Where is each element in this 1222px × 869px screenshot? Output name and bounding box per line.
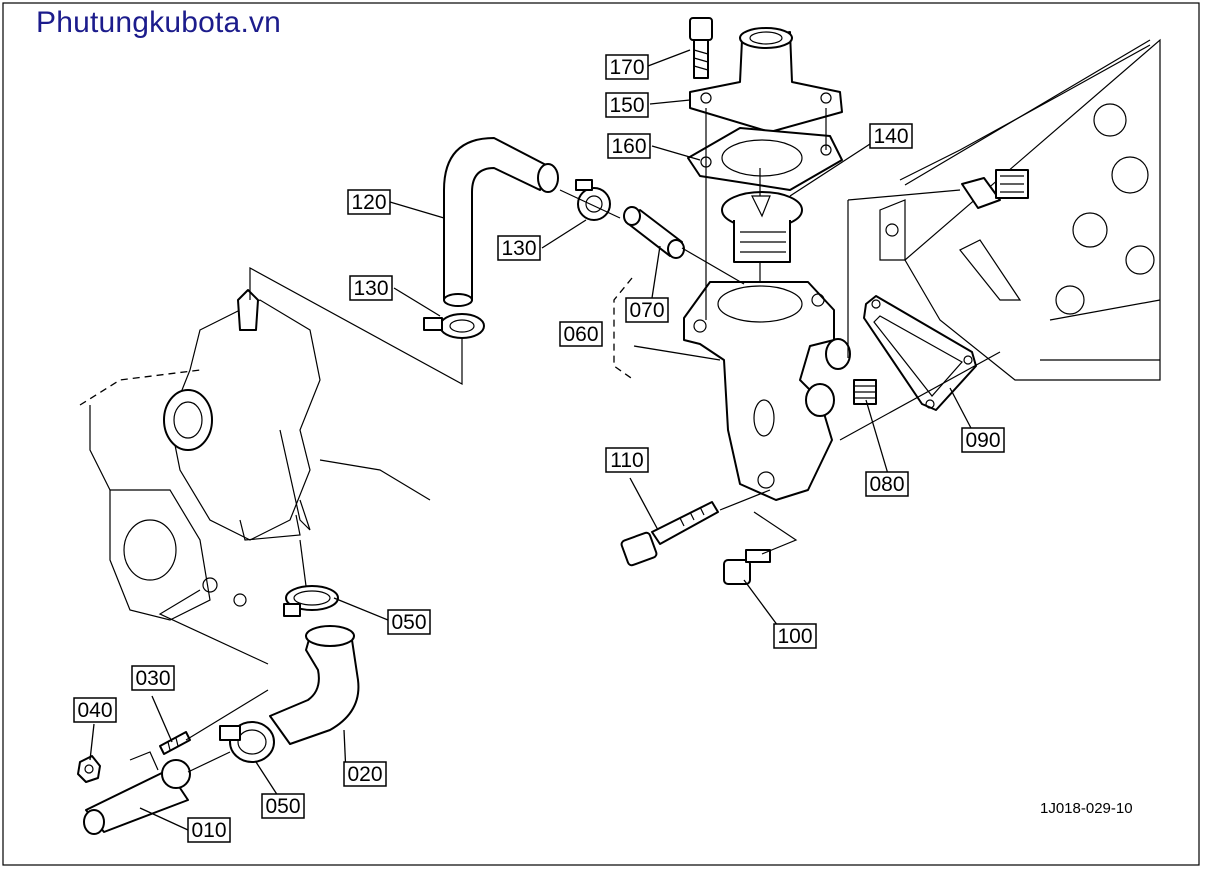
svg-text:160: 160 — [611, 135, 646, 158]
clamp-050-upper — [283, 585, 339, 617]
part-label-040[interactable]: 040 — [73, 697, 117, 723]
nut-040 — [77, 755, 101, 783]
water-pump-outline — [79, 289, 431, 621]
svg-text:020: 020 — [347, 763, 382, 786]
drawing-code: 1J018-029-10 — [1040, 800, 1133, 817]
part-label-050-lower[interactable]: 050 — [261, 793, 305, 819]
svg-text:150: 150 — [609, 94, 644, 117]
clamp-050-lower — [219, 721, 275, 763]
leader-lines — [89, 49, 1001, 831]
part-label-160[interactable]: 160 — [607, 133, 651, 159]
part-label-050-upper[interactable]: 050 — [387, 609, 431, 635]
svg-text:050: 050 — [391, 611, 426, 634]
svg-text:110: 110 — [610, 449, 643, 472]
bolt-100 — [723, 549, 771, 585]
clamp-130-lower — [423, 313, 485, 339]
svg-text:040: 040 — [77, 699, 112, 722]
svg-text:130: 130 — [353, 277, 388, 300]
part-label-130-lower[interactable]: 130 — [349, 275, 393, 301]
site-watermark: Phutungkubota.vn — [36, 6, 282, 39]
part-label-060[interactable]: 060 — [559, 321, 603, 347]
svg-text:140: 140 — [873, 125, 908, 148]
plug-080 — [853, 379, 877, 405]
part-label-080[interactable]: 080 — [865, 471, 909, 497]
part-label-090[interactable]: 090 — [961, 427, 1005, 453]
bolt-110 — [620, 501, 719, 567]
svg-text:130: 130 — [501, 237, 536, 260]
gasket-160 — [687, 127, 843, 191]
svg-text:090: 090 — [965, 429, 1000, 452]
svg-text:010: 010 — [191, 819, 226, 842]
part-label-020[interactable]: 020 — [343, 761, 387, 787]
engine-block-outline — [879, 38, 1161, 381]
part-label-010[interactable]: 010 — [187, 817, 231, 843]
pipe-010 — [83, 751, 191, 835]
bolt-170 — [689, 17, 713, 79]
part-label-110[interactable]: 110 — [605, 447, 649, 473]
part-label-170[interactable]: 170 — [605, 54, 649, 80]
svg-text:100: 100 — [777, 625, 812, 648]
svg-text:170: 170 — [609, 56, 644, 79]
clamp-130-upper — [575, 179, 611, 221]
stud-030 — [159, 731, 191, 755]
svg-text:030: 030 — [135, 667, 170, 690]
diagram-border — [2, 2, 1200, 866]
svg-text:080: 080 — [869, 473, 904, 496]
part-label-140[interactable]: 140 — [869, 123, 913, 149]
thermostat-housing-060 — [683, 281, 851, 501]
svg-text:120: 120 — [351, 191, 386, 214]
part-label-070[interactable]: 070 — [625, 297, 669, 323]
svg-text:050: 050 — [265, 795, 300, 818]
thermostat-cover-150 — [689, 27, 843, 133]
part-label-030[interactable]: 030 — [131, 665, 175, 691]
part-label-120[interactable]: 120 — [347, 189, 391, 215]
gasket-090 — [863, 295, 977, 411]
part-label-130-upper[interactable]: 130 — [497, 235, 541, 261]
temperature-sensor — [961, 169, 1029, 209]
svg-text:060: 060 — [563, 323, 598, 346]
svg-text:070: 070 — [629, 299, 664, 322]
hose-120 — [443, 137, 559, 307]
thermostat-140 — [721, 191, 803, 263]
part-label-150[interactable]: 150 — [605, 92, 649, 118]
part-label-100[interactable]: 100 — [773, 623, 817, 649]
bypass-pipe-070 — [623, 206, 685, 259]
hose-020 — [269, 625, 360, 745]
